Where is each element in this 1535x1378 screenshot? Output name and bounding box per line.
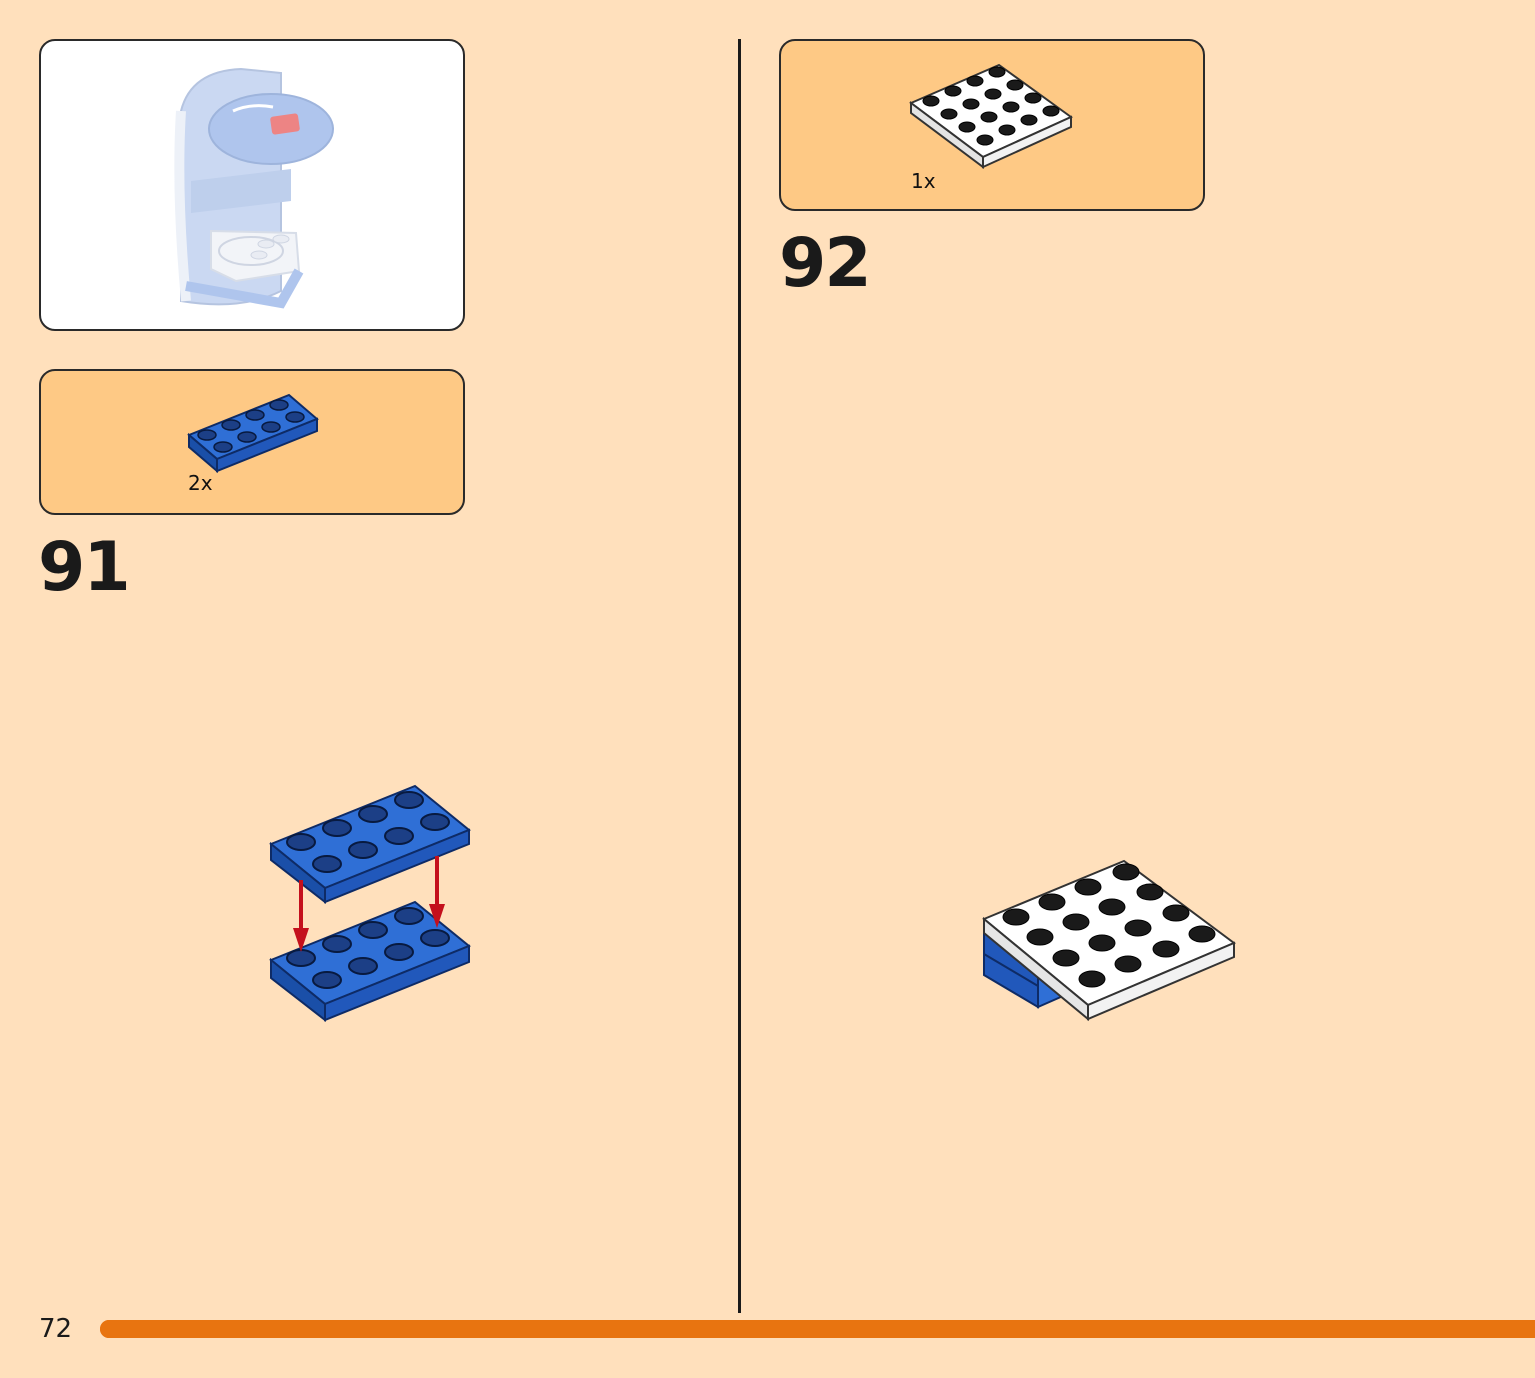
column-divider [738, 39, 741, 1313]
step-number-92: 92 [779, 224, 872, 303]
parts-callout-step-92: 1x [779, 39, 1205, 211]
page-number: 72 [39, 1314, 73, 1344]
white-plate-icon [982, 859, 1236, 1022]
down-arrow-icon [293, 856, 445, 952]
part-quantity: 2x [188, 471, 213, 495]
step-91-assembly [269, 784, 471, 1023]
model-preview-box [39, 39, 465, 331]
step-92-assembly [982, 859, 1236, 1022]
plate-2x4-blue-icon [187, 393, 319, 474]
progress-bar-fill [100, 1320, 1535, 1338]
plate-4x4-white-icon [909, 63, 1073, 169]
step-number-91: 91 [38, 528, 131, 607]
finished-model-icon [174, 67, 334, 309]
parts-callout-step-91: 2x [39, 369, 465, 515]
part-quantity: 1x [911, 169, 936, 193]
bottom-plate-icon [269, 900, 471, 1023]
progress-bar [100, 1320, 1535, 1338]
top-plate-icon [269, 784, 471, 905]
